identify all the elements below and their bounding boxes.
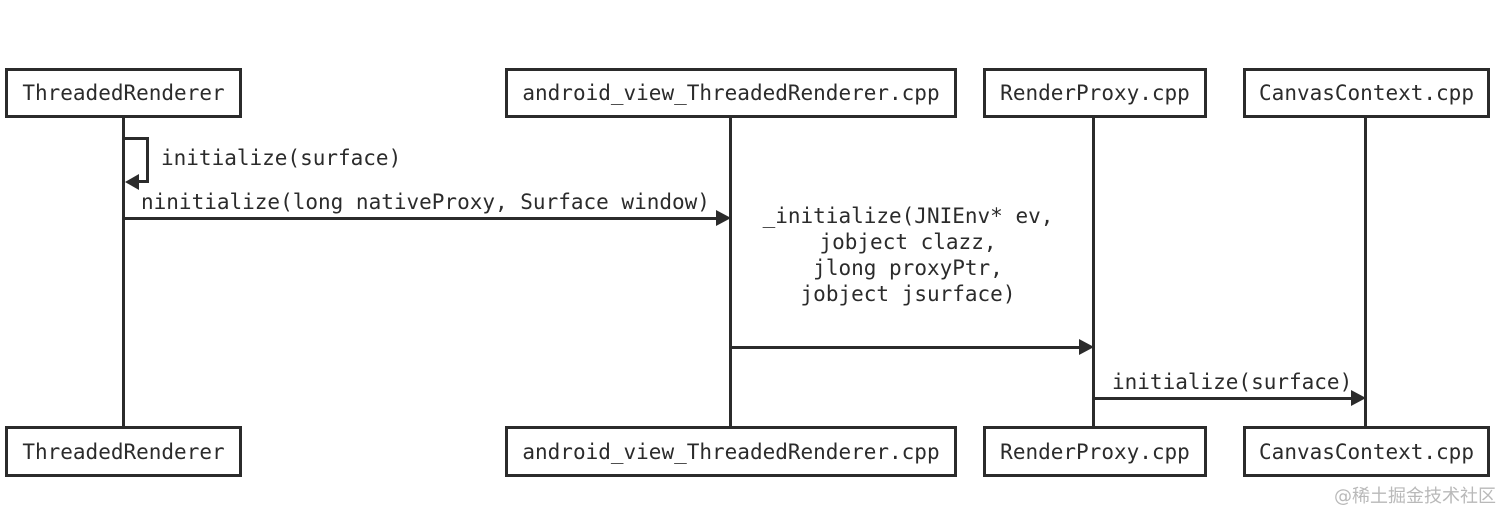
message-label-line: jobject jsurface) (800, 282, 1016, 306)
message-arrowhead-icon (1351, 390, 1366, 406)
message-label: ninitialize(long nativeProxy, Surface wi… (141, 190, 710, 214)
lifeline-threaded-renderer (122, 117, 125, 427)
participant-label: android_view_ThreadedRenderer.cpp (522, 81, 940, 105)
participant-bottom-canvas-context-cpp: CanvasContext.cpp (1243, 426, 1490, 477)
lifeline-android-view-threaded-renderer-cpp (729, 117, 732, 427)
watermark-text: @稀土掘金技术社区 (1334, 486, 1496, 507)
participant-label: ThreadedRenderer (22, 81, 225, 105)
lifeline-render-proxy-cpp (1092, 117, 1095, 427)
message-arrowhead-icon (716, 210, 731, 226)
participant-label: CanvasContext.cpp (1259, 81, 1474, 105)
participant-bottom-threaded-renderer: ThreadedRenderer (5, 426, 242, 477)
participant-top-threaded-renderer: ThreadedRenderer (5, 68, 242, 118)
lifeline-canvas-context-cpp (1364, 117, 1367, 427)
participant-label: CanvasContext.cpp (1259, 439, 1474, 464)
participant-label: RenderProxy.cpp (1000, 81, 1190, 105)
participant-top-canvas-context-cpp: CanvasContext.cpp (1243, 68, 1490, 118)
self-loop-right-line (146, 137, 149, 183)
participant-top-render-proxy-cpp: RenderProxy.cpp (983, 68, 1207, 118)
message-line (125, 217, 717, 220)
participant-top-android-view-threaded-renderer-cpp: android_view_ThreadedRenderer.cpp (505, 68, 957, 118)
message-label-line: _initialize(JNIEnv* ev, (762, 204, 1054, 228)
message-line (1095, 397, 1352, 400)
self-loop-arrowhead-icon (125, 174, 139, 190)
message-label-line: jlong proxyPtr, (813, 256, 1003, 280)
participant-bottom-android-view-threaded-renderer-cpp: android_view_ThreadedRenderer.cpp (505, 426, 957, 477)
message-label: initialize(surface) (1112, 370, 1353, 394)
self-message-label: initialize(surface) (161, 146, 402, 170)
participant-label: android_view_ThreadedRenderer.cpp (522, 439, 940, 464)
message-label-block: _initialize(JNIEnv* ev, jobject clazz, j… (757, 203, 1059, 307)
participant-label: ThreadedRenderer (22, 439, 225, 464)
self-loop-top-line (124, 137, 149, 140)
participant-bottom-render-proxy-cpp: RenderProxy.cpp (983, 426, 1207, 477)
message-line (732, 346, 1080, 349)
self-loop-bottom-line (136, 180, 149, 183)
participant-label: RenderProxy.cpp (1000, 439, 1190, 464)
message-label-line: jobject clazz, (819, 230, 997, 254)
message-arrowhead-icon (1079, 339, 1094, 355)
